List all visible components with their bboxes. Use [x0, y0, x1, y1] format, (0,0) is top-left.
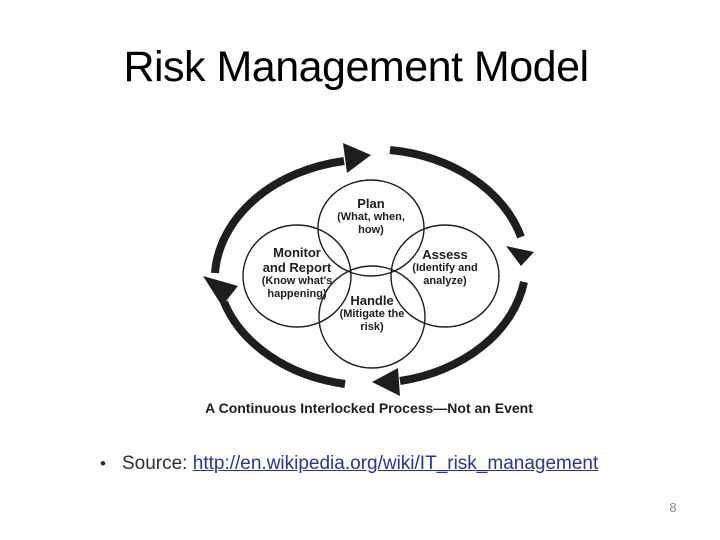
handle-title: Handle: [350, 293, 394, 308]
plan-title: Plan: [357, 196, 385, 211]
handle-subtitle-line2: risk): [360, 321, 384, 333]
bullet-icon: •: [100, 454, 106, 473]
arrowhead-top-icon: [343, 143, 371, 173]
monitor-title-line1: Monitor: [273, 245, 321, 260]
cycle-arc-top-right: [389, 146, 525, 239]
assess-subtitle-line1: (Identify and: [412, 262, 478, 274]
assess-title: Assess: [422, 247, 468, 262]
page-number: 8: [669, 500, 677, 515]
plan-label: Plan (What, when, how): [301, 196, 441, 237]
assess-subtitle-line2: analyze): [423, 275, 467, 287]
source-line: • Source:http://en.wikipedia.org/wiki/IT_…: [100, 452, 660, 476]
source-label: Source:: [121, 453, 188, 474]
monitor-subtitle-line2: happening): [267, 288, 327, 300]
cycle-arc-bottom-left: [220, 300, 346, 388]
monitor-title-line2: and Report: [262, 260, 332, 275]
cycle-diagram-graphic: [203, 143, 534, 396]
source-link[interactable]: http://en.wikipedia.org/wiki/IT_risk_man…: [192, 453, 599, 474]
handle-label: Handle (Mitigate the risk): [302, 293, 442, 334]
arrowhead-bottom-icon: [372, 368, 400, 396]
cycle-arc-top-left: [211, 157, 345, 274]
risk-cycle-diagram: Plan (What, when, how) Monitor and Repor…: [193, 136, 553, 428]
assess-circle: [390, 224, 500, 328]
plan-subtitle-line1: (What, when,: [337, 211, 405, 223]
handle-circle: [318, 265, 426, 369]
arrowhead-left-icon: [203, 276, 238, 306]
diagram-caption: A Continuous Interlocked Process—Not an …: [205, 400, 533, 416]
page-title: Risk Management Model: [123, 43, 589, 91]
monitor-subtitle-line1: (Know what's: [261, 275, 333, 287]
assess-label: Assess (Identify and analyze): [375, 247, 515, 288]
cycle-arc-bottom-right: [399, 281, 528, 385]
plan-circle: [317, 179, 425, 277]
monitor-circle: [242, 224, 352, 328]
monitor-label: Monitor and Report (Know what's happenin…: [227, 245, 367, 301]
handle-subtitle-line1: (Mitigate the: [339, 308, 405, 320]
arrowhead-right-icon: [506, 246, 534, 266]
plan-subtitle-line2: how): [358, 224, 384, 236]
